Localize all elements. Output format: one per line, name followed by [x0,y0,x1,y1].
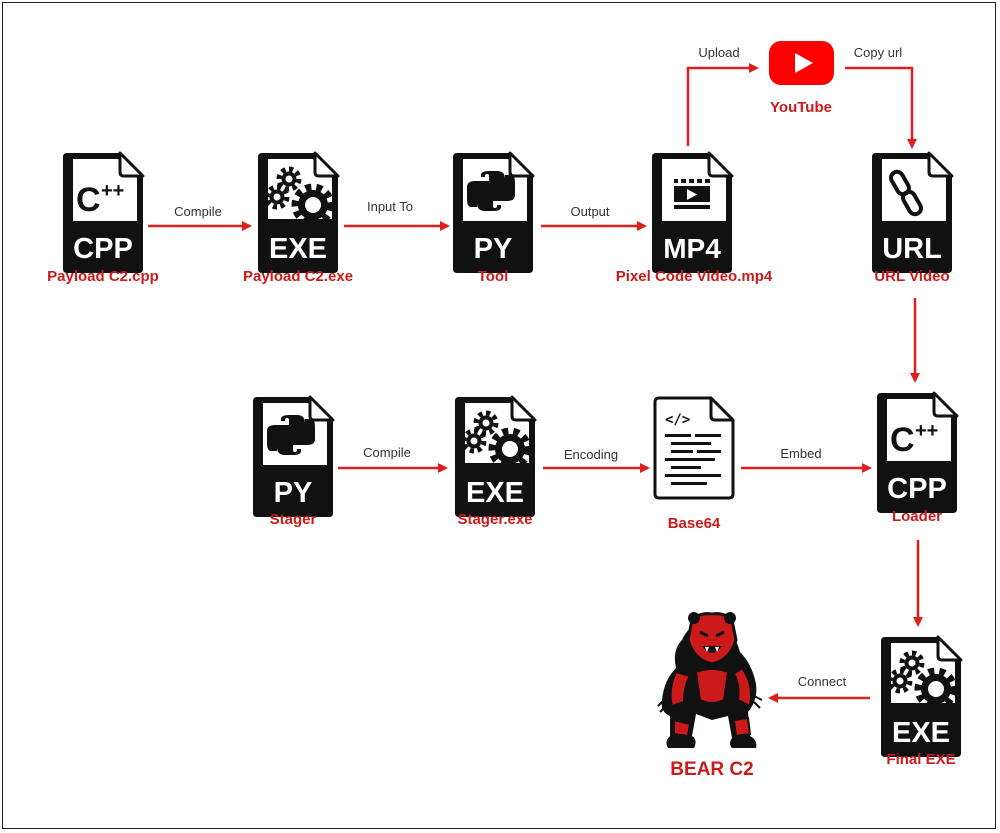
code-document-icon: </> [653,396,735,500]
youtube-icon [769,41,834,85]
exe-file-icon: EXE [256,151,340,275]
badge-exe: EXE [892,717,950,749]
label-base64: Base64 [668,515,721,532]
label-youtube: YouTube [770,99,832,116]
edge-label-upload: Upload [698,45,739,60]
label-payload-cpp: Payload C2.cpp [47,268,159,285]
node-payload-cpp: C ++ CPP Payload C2.cpp [47,151,159,285]
node-loader: C ++ CPP Loader [875,391,959,525]
edge-upload [686,63,759,146]
badge-cpp: CPP [887,473,947,505]
edge-label-output: Output [570,204,609,219]
cpp-file-icon: C ++ CPP [875,391,959,515]
node-url-video: URL URL Video [870,151,954,285]
svg-text:</>: </> [665,412,690,428]
mp4-file-icon: MP4 [650,151,734,275]
label-stager-exe: Stager.exe [457,511,532,528]
label-url-video: URL Video [874,268,949,285]
badge-py: PY [474,233,513,265]
python-file-icon: PY [251,395,335,519]
node-final-exe: EXE Final EXE [879,635,963,768]
node-youtube: YouTube [769,41,834,116]
node-stager: PY Stager [251,395,335,528]
python-file-icon: PY [451,151,535,275]
badge-cpp: CPP [73,233,133,265]
badge-py: PY [274,477,313,509]
edge-label-encoding: Encoding [564,447,618,462]
node-video: MP4 Pixel Code Video.mp4 [616,151,773,285]
edge-label-input-to: Input To [367,199,413,214]
label-loader: Loader [892,508,942,525]
node-base64: </> Base64 [653,396,735,532]
label-bear-c2: BEAR C2 [670,759,753,780]
badge-exe: EXE [269,233,327,265]
label-final-exe: Final EXE [886,751,955,768]
edge-label-compile-2: Compile [363,445,411,460]
exe-file-icon: EXE [879,635,963,759]
label-payload-exe: Payload C2.exe [243,268,353,285]
bear-mascot-icon [657,612,763,748]
label-stager: Stager [270,511,317,528]
edge-label-compile-1: Compile [174,204,222,219]
svg-text:++: ++ [915,420,938,442]
edge-label-copy-url: Copy url [854,45,903,60]
edge-label-embed: Embed [780,446,821,461]
label-video: Pixel Code Video.mp4 [616,268,773,285]
cpp-file-icon: C ++ CPP [61,151,145,275]
badge-exe: EXE [466,477,524,509]
label-tool: Tool [478,268,509,285]
edge-label-connect: Connect [798,674,847,689]
edge-copy-url [845,66,917,149]
badge-mp4: MP4 [663,233,721,264]
svg-text:C: C [890,421,915,459]
node-stager-exe: EXE Stager.exe [453,395,537,528]
exe-file-icon: EXE [453,395,537,519]
node-bear-c2: BEAR C2 [657,612,763,780]
node-payload-exe: EXE Payload C2.exe [243,151,353,285]
badge-url: URL [882,233,942,265]
url-file-icon: URL [870,151,954,275]
svg-text:++: ++ [101,180,124,202]
svg-text:C: C [76,181,101,219]
node-tool: PY Tool [451,151,535,285]
